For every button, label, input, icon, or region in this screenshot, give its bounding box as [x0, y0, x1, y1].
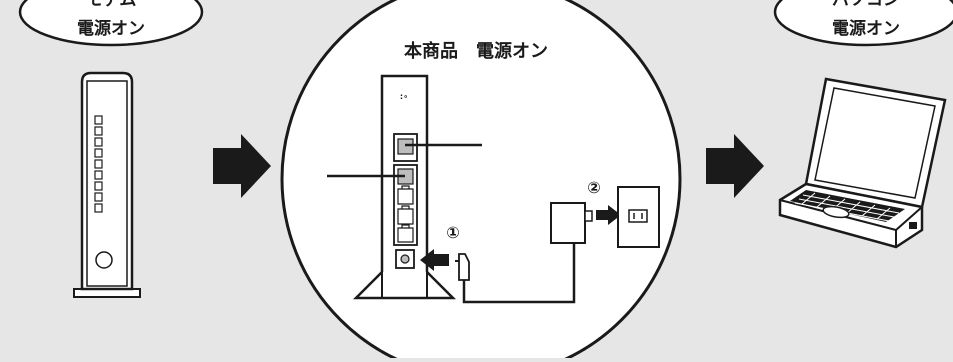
power-cable: [462, 243, 576, 304]
step-1-marker: ①: [446, 223, 460, 242]
step-2-marker: ②: [587, 178, 601, 197]
modem-indicator-lights: [94, 115, 103, 213]
flow-arrow-icon: [213, 134, 271, 198]
modem-device-icon: [73, 71, 141, 298]
product-zoom-circle: 本商品 電源オン :∘ ①: [280, 0, 682, 362]
product-power-label: 本商品 電源オン: [404, 40, 548, 62]
plug-arrow-icon: [420, 249, 449, 271]
svg-text::∘: :∘: [400, 92, 408, 101]
pc-power-bubble: パソコン 電源オン: [773, 0, 953, 47]
flow-arrow-icon: [706, 134, 764, 198]
wall-outlet-icon: [617, 186, 660, 248]
dc-plug-icon: [455, 253, 470, 281]
modem-power-bubble: モデム 電源オン: [18, 0, 204, 47]
modem-power-label: 電源オン: [77, 18, 145, 39]
outlet-arrow-icon: [596, 205, 621, 225]
router-device-icon: :∘: [352, 74, 457, 300]
laptop-icon: [778, 77, 947, 249]
modem-label: モデム: [86, 0, 137, 10]
modem-button-icon: [95, 251, 113, 269]
pc-power-label: 電源オン: [832, 18, 900, 39]
ac-adapter-icon: [550, 202, 593, 244]
pc-label: パソコン: [832, 0, 900, 10]
